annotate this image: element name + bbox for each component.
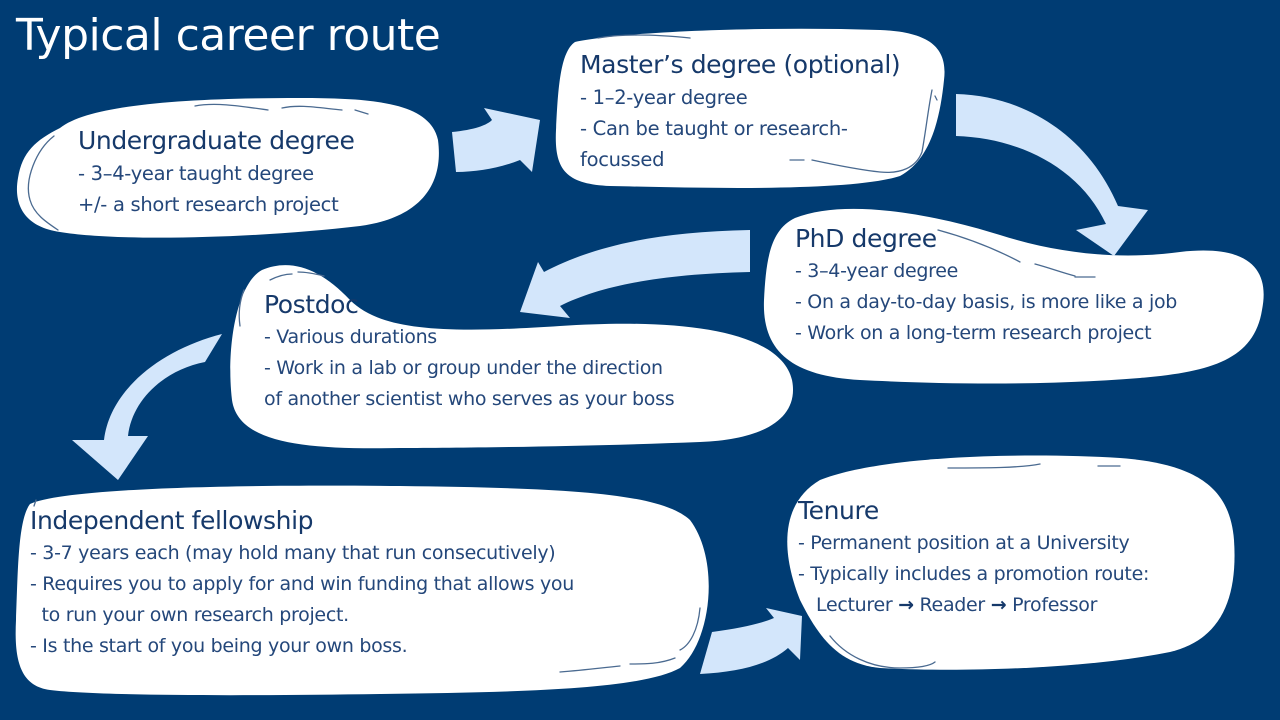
stage-line: - 3–4-year degree — [795, 260, 959, 282]
stage-line: of another scientist who serves as your … — [264, 388, 675, 410]
card-shape-fellowship — [15, 485, 709, 696]
card-shape-tenure — [787, 455, 1235, 670]
stage-line: focussed — [580, 148, 665, 171]
stage-line: - Work in a lab or group under the direc… — [264, 357, 663, 379]
arrow-phd-to-postdoc — [520, 230, 750, 318]
sketch-strokes — [27, 34, 1121, 673]
stage-line: to run your own research project. — [30, 604, 349, 626]
stage-line: - 1–2-year degree — [580, 86, 748, 109]
stage-line: - On a day-to-day basis, is more like a … — [795, 291, 1178, 313]
card-shape-masters — [555, 28, 945, 188]
stage-fellowship: Independent fellowship - 3-7 years each … — [30, 504, 574, 662]
right-arrow-icon: → — [898, 594, 914, 616]
arrows — [72, 94, 1148, 674]
stage-line: - Can be taught or research- — [580, 117, 848, 140]
stage-line: - Permanent position at a University — [798, 532, 1130, 554]
route-step-reader: Reader — [919, 594, 986, 616]
stage-line: - Is the start of you being your own bos… — [30, 635, 408, 657]
arrow-fellowship-to-tenure — [700, 608, 802, 674]
route-step-lecturer: Lecturer — [816, 594, 893, 616]
stage-heading: Postdoc — [264, 290, 359, 319]
stage-line: +/- a short research project — [78, 193, 339, 216]
stage-heading: Independent fellowship — [30, 506, 314, 535]
stage-line: - 3–4-year taught degree — [78, 162, 314, 185]
stage-phd: PhD degree - 3–4-year degree - On a day-… — [795, 222, 1177, 349]
arrow-postdoc-to-fellowship — [72, 334, 222, 480]
stage-masters: Master’s degree (optional) - 1–2-year de… — [580, 48, 901, 175]
stage-line: - Typically includes a promotion route: — [798, 563, 1150, 585]
card-shape-undergraduate — [16, 98, 439, 238]
stage-line: - 3-7 years each (may hold many that run… — [30, 542, 556, 564]
stage-tenure: Tenure - Permanent position at a Univers… — [798, 494, 1149, 621]
route-step-professor: Professor — [1012, 594, 1098, 616]
card-shape-postdoc — [230, 265, 794, 449]
arrow-masters-to-phd — [956, 94, 1148, 256]
stage-postdoc: Postdoc - Various durations - Work in a … — [264, 288, 675, 415]
stage-heading: Master’s degree (optional) — [580, 50, 901, 79]
stage-heading: PhD degree — [795, 224, 937, 253]
stage-line: - Requires you to apply for and win fund… — [30, 573, 574, 595]
card-shape-phd — [763, 208, 1264, 384]
right-arrow-icon: → — [990, 594, 1007, 616]
promotion-route: Lecturer → Reader → Professor — [816, 590, 1149, 621]
stage-heading: Undergraduate degree — [78, 126, 355, 155]
arrow-undergraduate-to-masters — [452, 108, 540, 172]
stage-line: - Various durations — [264, 326, 437, 348]
page-title: Typical career route — [16, 10, 441, 61]
stage-heading: Tenure — [798, 496, 879, 525]
stage-line: - Work on a long-term research project — [795, 322, 1152, 344]
stage-undergraduate: Undergraduate degree - 3–4-year taught d… — [78, 124, 355, 220]
